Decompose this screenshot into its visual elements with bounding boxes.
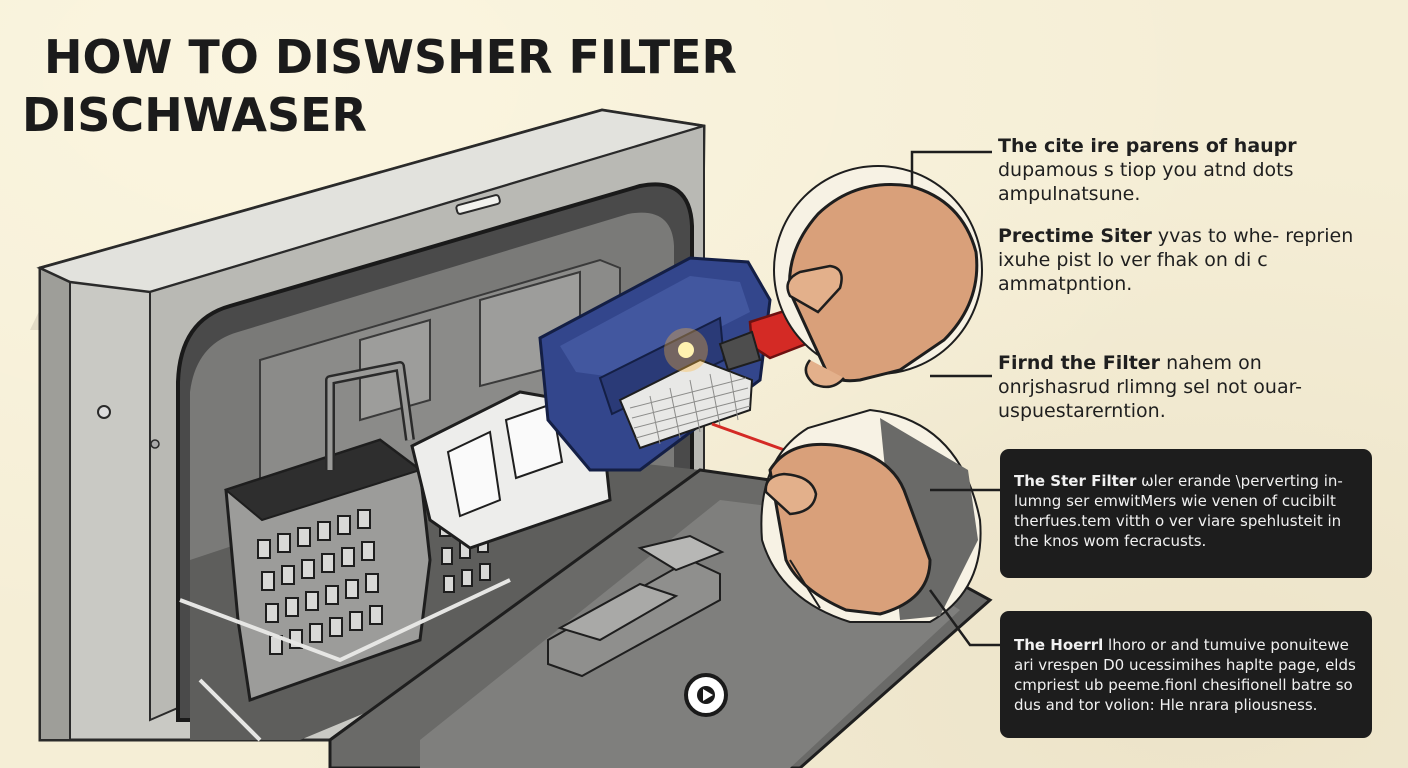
callout-box-1: The Ster Filter ωler erande \perverting … [1000, 449, 1372, 578]
step-1-text: The cite ire parens of haupr dupamous s … [998, 134, 1378, 206]
title-line-2: DISCHWASER [22, 88, 367, 142]
step-1-body: dupamous s tiop you atnd dots ampulnatsu… [998, 159, 1294, 205]
hand-bottom-circle [760, 408, 982, 623]
step-1-heading: The cite ire parens of haupr [998, 135, 1297, 157]
callout-2-heading: The Hoerrl [1014, 636, 1104, 654]
leader-lines [910, 150, 1000, 647]
callout-1-body: ωler erande \perverting in- lumng ser em… [1014, 472, 1343, 550]
title-line-1: HOW TO DISWSHER FILTER [44, 30, 737, 84]
play-triangle-icon [703, 689, 713, 701]
cutlery-basket [179, 361, 511, 742]
step-3-text: Firnd the Filter nahem on onrjshasrud rl… [998, 351, 1378, 423]
step-3-heading: Firnd the Filter [998, 352, 1161, 374]
page-title: HOW TO DISWSHER FILTER DISCHWASER [22, 28, 737, 144]
callout-box-2: The Hoerrl lhoro or and tumuive ponuitew… [1000, 611, 1372, 738]
step-2-heading: Prectime Siter [998, 225, 1152, 247]
filter-assembly [410, 256, 816, 550]
red-pointer-line [711, 422, 791, 454]
step-2-text: Prectime Siter yvas to whe- reprien ixuh… [998, 224, 1378, 296]
step-2-body: yvas to whe- reprien ixuhe pist lo ver f… [998, 225, 1354, 295]
callout-1-heading: The Ster Filter [1014, 472, 1137, 490]
play-circle-icon[interactable] [684, 673, 728, 717]
callout-2-body: lhoro or and tumuive ponuitewe ari vresp… [1014, 636, 1356, 714]
hand-top-circle [773, 165, 983, 389]
step-3-body: nahem on onrjshasrud rlimng sel not ouar… [998, 352, 1303, 422]
